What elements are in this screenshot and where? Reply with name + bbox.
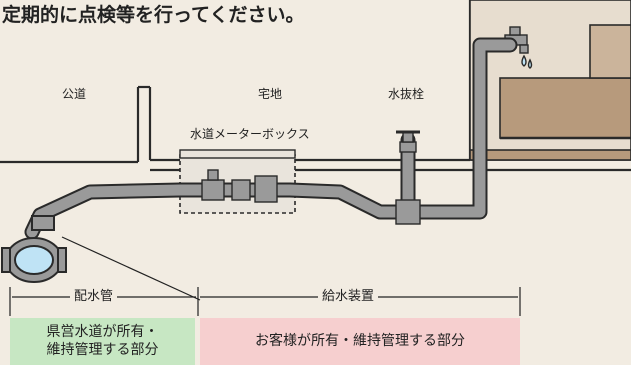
headline: 定期的に点検等を行ってください。 [2, 4, 305, 26]
distribution-main-icon [1, 215, 67, 283]
water-meter-icon [201, 169, 278, 203]
prefecture-ownership-text: 県営水道が所有・ 維持管理する部分 [46, 324, 159, 358]
label-water-meter-box: 水道メーターボックス [190, 127, 310, 141]
prefecture-ownership-box: 県営水道が所有・ 維持管理する部分 [10, 318, 195, 365]
customer-ownership-text: お客様が所有・維持管理する部分 [255, 332, 465, 349]
leader-lines [61, 236, 201, 301]
dimension-distribution-pipe: 配水管 [70, 290, 118, 303]
label-public-road: 公道 [62, 87, 87, 101]
label-drain-valve: 水抜栓 [388, 87, 425, 101]
dimension-water-supply-equipment: 給水装置 [318, 290, 379, 303]
customer-ownership-box: お客様が所有・維持管理する部分 [200, 318, 520, 365]
faucet-icon [504, 26, 533, 69]
label-residential-land: 宅地 [258, 87, 283, 101]
drain-valve-icon [395, 130, 421, 225]
building [469, 0, 631, 161]
